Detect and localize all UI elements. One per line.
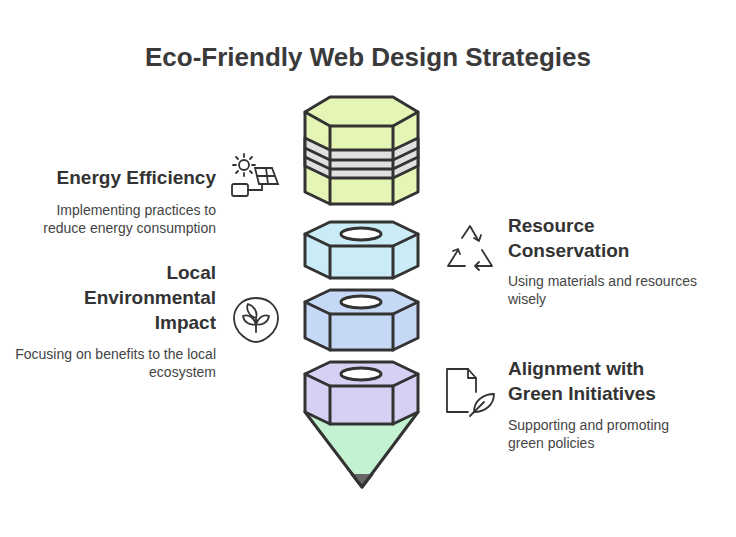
strategy-heading: Alignment with Green Initiatives	[508, 356, 698, 406]
recycle-icon	[448, 226, 492, 270]
strategy-heading: Energy Efficiency	[16, 165, 216, 190]
strategy-description: Supporting and promoting green policies	[508, 416, 698, 452]
diagram-title: Eco-Friendly Web Design Strategies	[0, 42, 736, 73]
strategy-description: Implementing practices to reduce energy …	[11, 201, 216, 237]
energy-icon	[232, 154, 278, 196]
strategy-heading: Resource Conservation	[508, 213, 698, 263]
strategy-description: Using materials and resources wisely	[508, 272, 698, 308]
strategy-heading: Local Environmental Impact	[56, 260, 216, 335]
leaf-icon	[234, 298, 278, 342]
strategy-description: Focusing on benefits to the local ecosys…	[11, 345, 216, 381]
document-icon	[447, 369, 494, 416]
